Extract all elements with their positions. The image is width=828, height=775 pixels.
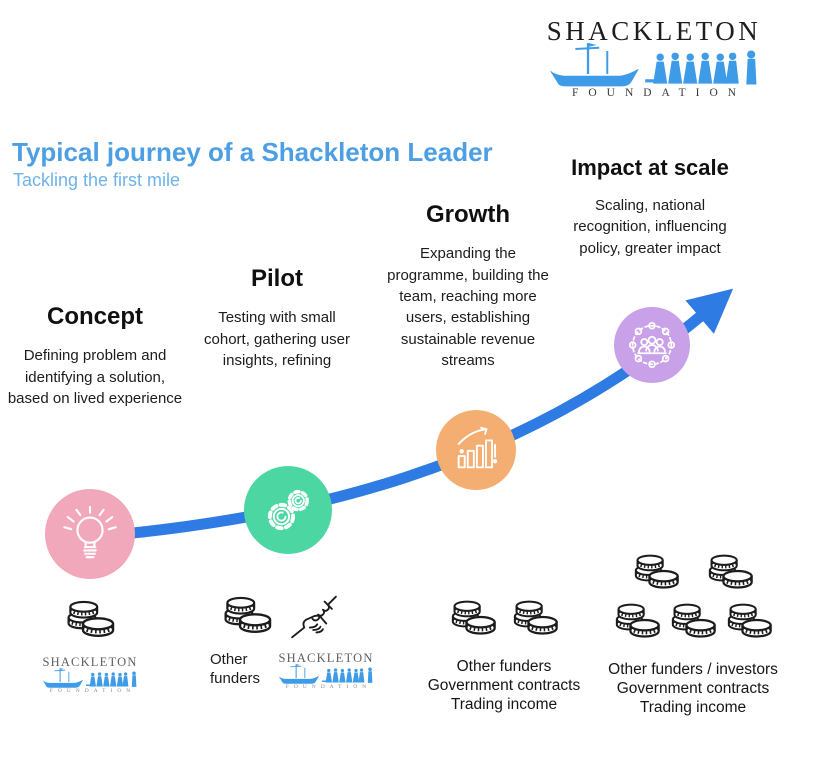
stage-growth-description: Expanding the programme, building the te… xyxy=(387,245,549,369)
stage-pilot: Pilot Testing with small cohort, gatheri… xyxy=(198,265,356,371)
growth-circle xyxy=(436,410,516,490)
coins-icon xyxy=(218,593,276,643)
funding-growth: Other funders Government contracts Tradi… xyxy=(420,597,588,715)
stage-growth-title: Growth xyxy=(426,201,510,228)
stage-concept-description: Defining problem and identifying a solut… xyxy=(7,347,183,407)
coins-icon xyxy=(666,600,720,647)
stage-pilot-title: Pilot xyxy=(251,265,303,292)
page-subtitle: Tackling the first mile xyxy=(13,169,181,190)
brand-subtitle: FOUNDATION xyxy=(49,688,136,694)
stage-impact-title: Impact at scale xyxy=(571,155,729,180)
stage-impact-description: Scaling, national recognition, influenci… xyxy=(573,197,727,257)
funding-line: Other funders / investors xyxy=(608,661,778,678)
coins-icon xyxy=(703,551,757,598)
header: Typical journey of a Shackleton Leader T… xyxy=(12,138,493,191)
brand-name: SHACKLETON xyxy=(546,16,762,46)
coins-icon xyxy=(446,597,500,644)
gears-icon xyxy=(260,482,316,538)
coins-icon xyxy=(610,600,664,647)
brand-name: SHACKLETON xyxy=(278,651,374,665)
funding-pilot-label: Other funders xyxy=(210,651,261,687)
brand-subtitle: FOUNDATION xyxy=(285,684,372,690)
coins-icon xyxy=(629,551,683,598)
coins-icon xyxy=(508,597,562,644)
shackleton-logo-small: SHACKLETON FOUNDATION xyxy=(28,655,152,694)
funding-concept: SHACKLETON FOUNDATION xyxy=(28,597,152,694)
handshake-icon xyxy=(286,591,342,643)
boat-crew-icon xyxy=(42,668,138,689)
brand-subtitle: FOUNDATION xyxy=(571,87,747,99)
coins-icon xyxy=(61,597,119,647)
funding-pilot: Other funders SHACKLETON FOUNDATION xyxy=(210,591,386,690)
funding-impact-lines: Other funders / investors Government con… xyxy=(586,661,800,718)
pilot-circle xyxy=(244,466,332,554)
concept-circle xyxy=(45,489,135,579)
brand-logo: SHACKLETON FOUNDATION xyxy=(538,16,770,99)
boat-crew-icon xyxy=(278,664,374,685)
brand-name: SHACKLETON xyxy=(42,655,138,669)
stage-growth: Growth Expanding the programme, building… xyxy=(384,201,552,371)
page-title: Typical journey of a Shackleton Leader xyxy=(12,137,493,167)
funding-growth-lines: Other funders Government contracts Tradi… xyxy=(420,658,588,715)
network-icon xyxy=(625,318,679,372)
impact-circle xyxy=(614,307,690,383)
lightbulb-icon xyxy=(61,505,119,563)
funding-line: Other funders xyxy=(456,658,552,675)
growth-chart-icon xyxy=(450,424,502,476)
funding-line: Trading income xyxy=(450,695,558,713)
shackleton-logo-small: SHACKLETON FOUNDATION xyxy=(278,651,374,690)
coins-icon xyxy=(722,600,776,647)
funding-impact: Other funders / investors Government con… xyxy=(586,551,800,718)
funding-line: Government contracts xyxy=(427,676,581,694)
stage-concept-title: Concept xyxy=(47,303,143,330)
stage-pilot-description: Testing with small cohort, gathering use… xyxy=(204,309,350,369)
stage-concept: Concept Defining problem and identifying… xyxy=(6,303,184,409)
funding-line: Government contracts xyxy=(616,679,770,697)
stage-impact: Impact at scale Scaling, national recogn… xyxy=(556,155,744,259)
funding-line: Trading income xyxy=(639,698,747,716)
